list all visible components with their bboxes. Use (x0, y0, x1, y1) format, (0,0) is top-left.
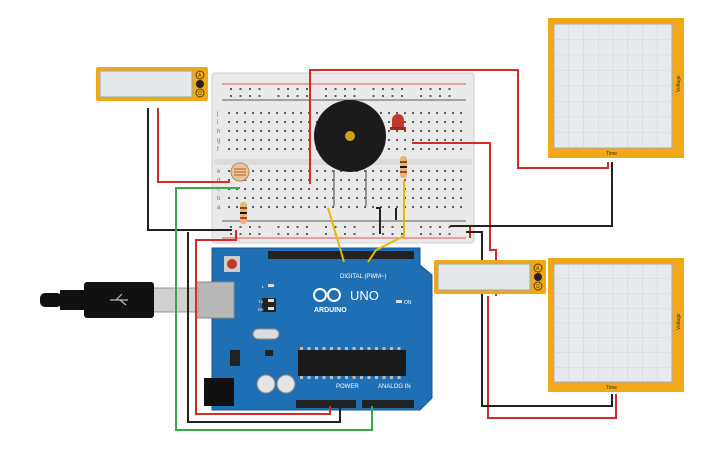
svg-text:e: e (217, 169, 221, 175)
svg-text:b: b (217, 196, 221, 202)
dc-jack-icon (204, 378, 234, 406)
arduino-uno-board[interactable]: DIGITAL (PWM~) POWER ANALOG IN ARDUINO U… (195, 247, 433, 411)
svg-text:h: h (217, 129, 220, 135)
arduino-model: UNO (350, 288, 379, 303)
power-header (296, 400, 356, 408)
meter-mode-a: A (536, 266, 540, 272)
on-led-label: ON (404, 300, 412, 306)
led-icon[interactable] (390, 114, 406, 130)
voltage-axis-label: Voltage (676, 313, 682, 330)
oscilloscope-bottom[interactable]: Time Voltage (548, 258, 684, 392)
rx-label: RX (258, 307, 264, 312)
reset-button-icon[interactable] (224, 256, 240, 272)
l-led-label: L (262, 284, 265, 289)
atmega-chip (298, 350, 406, 376)
time-axis-label: Time (606, 385, 617, 391)
analog-header-label: ANALOG IN (378, 384, 411, 390)
meter-mode-ohm: Ω (198, 91, 202, 97)
arduino-brand: ARDUINO (314, 307, 347, 314)
voltage-axis-label: Voltage (676, 75, 682, 92)
oscilloscope-top[interactable]: Time Voltage (548, 18, 684, 158)
meter-mode-ohm: Ω (536, 284, 540, 290)
svg-text:i: i (217, 120, 218, 126)
resistor-icon[interactable] (400, 156, 407, 178)
svg-text:f: f (217, 147, 219, 153)
multimeter-right[interactable]: A Ω (434, 260, 546, 294)
svg-text:a: a (217, 205, 221, 211)
piezo-buzzer-icon[interactable] (314, 100, 386, 172)
svg-text:g: g (217, 138, 220, 144)
time-axis-label: Time (606, 151, 617, 157)
svg-text:c: c (217, 187, 220, 193)
analog-header (362, 400, 414, 408)
meter-mode-a: A (198, 73, 202, 79)
photoresistor-icon[interactable] (230, 162, 250, 182)
svg-text:j: j (216, 111, 218, 117)
usb-port (195, 281, 235, 319)
power-header-label: POWER (336, 384, 359, 390)
resistor-ldr-icon[interactable] (240, 202, 247, 224)
arduino-logo: ARDUINO (313, 288, 347, 314)
multimeter-left[interactable]: A Ω (96, 67, 208, 101)
digital-header-label: DIGITAL (PWM~) (340, 274, 387, 280)
usb-plug-icon[interactable] (40, 282, 199, 318)
tx-label: TX (258, 299, 263, 304)
